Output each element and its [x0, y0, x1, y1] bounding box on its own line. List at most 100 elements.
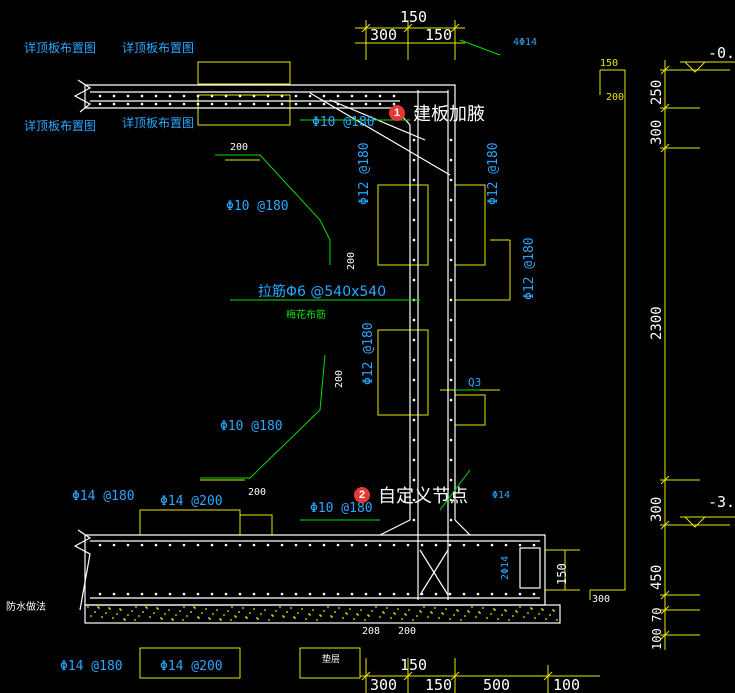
- rebar-dot: [266, 94, 270, 98]
- dim-bottom-d: 100: [553, 676, 580, 693]
- hatch-dot: [549, 614, 551, 616]
- dim-wall-200a: 200: [346, 252, 357, 270]
- hatch-dot: [205, 608, 207, 610]
- haunch-bars-label: 2Φ14: [500, 556, 511, 580]
- hatch-dot: [208, 617, 210, 619]
- hatch-dot: [464, 615, 466, 617]
- hatch-dot: [393, 612, 395, 614]
- hatch-dot: [216, 609, 218, 611]
- rebar-dot: [182, 543, 186, 547]
- rebar-dot: [140, 592, 144, 596]
- rebar-dot: [449, 278, 453, 282]
- detail-ref-2: 详顶板布置图: [122, 40, 194, 55]
- rebar-dot: [412, 478, 416, 482]
- hatch-dot: [201, 612, 203, 614]
- base-1-label: Φ14 @180: [72, 489, 135, 504]
- rebar-dot: [449, 178, 453, 182]
- hatch-dot: [197, 616, 199, 618]
- rebar-dot: [392, 592, 396, 596]
- rebar-dot: [412, 358, 416, 362]
- hatch-dot: [419, 610, 421, 612]
- hatch-dot: [386, 607, 388, 609]
- wall-label: Q3: [468, 376, 481, 389]
- callout-custom-node[interactable]: 2 自定义节点: [354, 482, 468, 508]
- dim-haunch-150: 150: [555, 563, 569, 585]
- hatch-dot: [101, 616, 103, 618]
- rebar-dot: [210, 592, 214, 596]
- hatch-dot: [219, 618, 221, 620]
- rebar-dot: [336, 94, 340, 98]
- rebar-dot: [238, 102, 242, 106]
- rebar-dot: [364, 543, 368, 547]
- rebar-dot: [412, 198, 416, 202]
- rebar-dot: [406, 592, 410, 596]
- rebar-dot: [252, 94, 256, 98]
- hatch-dot: [534, 617, 536, 619]
- rebar-dot: [364, 592, 368, 596]
- dim-bottom-208: 208: [362, 626, 380, 637]
- hatch-dot: [256, 617, 258, 619]
- wall-h1-label: Φ10 @180: [226, 199, 289, 214]
- waterproof-label: 防水做法: [6, 600, 46, 613]
- cushion-hatch: [87, 606, 558, 621]
- hatch-dot: [164, 613, 166, 615]
- hatch-dot: [501, 614, 503, 616]
- rebar-dot: [252, 543, 256, 547]
- rebar-dot: [462, 543, 466, 547]
- hatch-dot: [212, 613, 214, 615]
- hatch-dot: [445, 608, 447, 610]
- hatch-dot: [401, 618, 403, 620]
- hatch-dot: [397, 608, 399, 610]
- rebar-dot: [322, 102, 326, 106]
- wall-h2-label: Φ10 @180: [220, 419, 283, 434]
- rebar-dot: [280, 94, 284, 98]
- top-bar-label: 4Φ14: [513, 37, 537, 48]
- rebar-dot: [154, 543, 158, 547]
- rebar-dot: [412, 338, 416, 342]
- hatch-dot: [404, 613, 406, 615]
- rebar-dot: [449, 218, 453, 222]
- hatch-dot: [523, 616, 525, 618]
- rebar-dot: [168, 592, 172, 596]
- rebar-dot: [98, 102, 102, 106]
- rebar-dot: [449, 238, 453, 242]
- tie-note-label: 梅花布筋: [286, 308, 326, 321]
- slab-bar-label: Φ10 @180: [312, 115, 375, 130]
- rebar-dot: [364, 94, 368, 98]
- hatch-dot: [264, 609, 266, 611]
- rebar-dot: [210, 102, 214, 106]
- hatch-dot: [127, 614, 129, 616]
- rebar-dot: [412, 278, 416, 282]
- dim-bottom-a: 300: [370, 676, 397, 693]
- rebar-dot: [280, 592, 284, 596]
- rebar-dot: [280, 543, 284, 547]
- rebar-dot: [182, 592, 186, 596]
- hatch-dot: [242, 607, 244, 609]
- hatch-dot: [508, 619, 510, 621]
- rebar-dot: [532, 592, 536, 596]
- hatch-dot: [349, 608, 351, 610]
- hatch-dot: [175, 614, 177, 616]
- rebar-dot: [224, 592, 228, 596]
- rebar-dot: [126, 94, 130, 98]
- hatch-dot: [253, 608, 255, 610]
- hatch-dot: [423, 606, 425, 608]
- hatch-dot: [168, 609, 170, 611]
- rebar-dot: [252, 102, 256, 106]
- dim-top-right: 150: [425, 26, 452, 44]
- hatch-dot: [145, 606, 147, 608]
- rebar-dot: [350, 592, 354, 596]
- hatch-dot: [97, 606, 99, 608]
- hatch-dot: [171, 618, 173, 620]
- hatch-dot: [190, 611, 192, 613]
- hatch-dot: [238, 611, 240, 613]
- hatch-dot: [282, 615, 284, 617]
- dim-leader-200a: 200: [230, 142, 248, 153]
- rebar-dot: [434, 543, 438, 547]
- callout-badge-2: 2: [354, 487, 370, 503]
- callout-haunch[interactable]: 1 建板加腋: [389, 100, 485, 126]
- hatch-dot: [297, 612, 299, 614]
- dim-bottom-c: 500: [483, 676, 510, 693]
- rebar-dot: [182, 102, 186, 106]
